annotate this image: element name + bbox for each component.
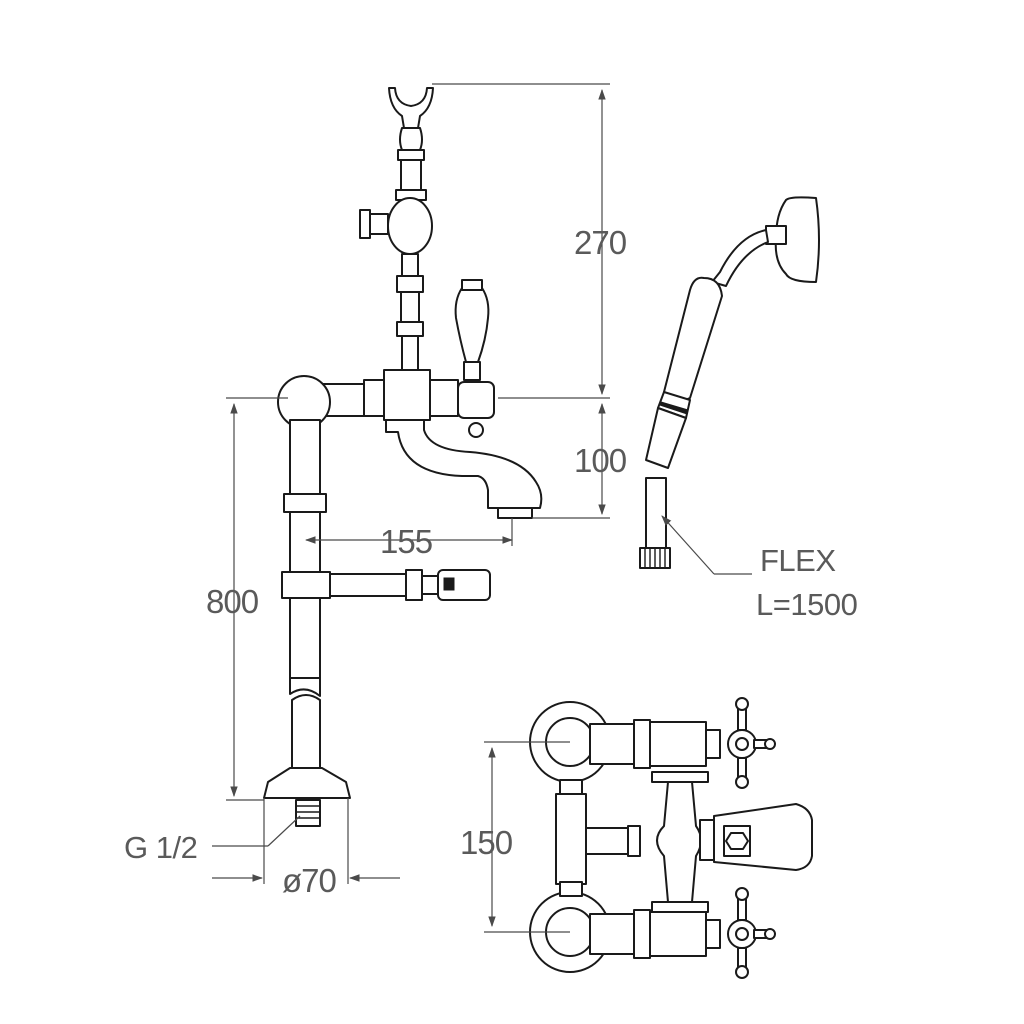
dim-column-height: 800	[206, 583, 259, 620]
collar-band	[659, 401, 689, 415]
body-nut-left	[363, 379, 385, 417]
shower-handle	[663, 276, 723, 401]
spout-neck	[699, 819, 715, 861]
bottom-arm	[589, 913, 635, 955]
wall-mount-view	[529, 697, 813, 979]
hand-shower	[639, 196, 820, 569]
body-connector-right	[429, 379, 459, 417]
riser-clamp	[281, 571, 331, 599]
column-section-2	[401, 253, 419, 277]
riser-nut	[283, 493, 327, 513]
riser-lower	[289, 597, 321, 679]
side-arm-link	[421, 575, 439, 595]
bath-spout	[385, 419, 543, 509]
top-body-neck	[705, 729, 721, 759]
vertical-pipe	[555, 793, 587, 885]
riser-break-top	[289, 677, 321, 697]
top-cross-handle	[727, 697, 776, 789]
top-body	[649, 721, 707, 767]
column-side-knob	[369, 213, 389, 235]
dim-wall-spacing: 150	[460, 824, 513, 861]
shower-handle-curve	[711, 229, 769, 287]
diverter-bottom-ring	[651, 901, 709, 913]
top-arm-nut	[633, 719, 651, 769]
dim-spout-drop: 100	[574, 442, 627, 479]
side-arm-nut	[405, 569, 423, 601]
shower-hose-end	[645, 407, 687, 469]
side-arm	[329, 573, 407, 597]
valve-knob	[468, 422, 484, 438]
spout-aerator	[497, 507, 533, 519]
dim-shower-height: 270	[574, 224, 627, 261]
mixer-body	[383, 369, 431, 421]
column-ball	[387, 197, 433, 255]
vertical-nut-top	[559, 779, 583, 795]
column-ring-3	[396, 275, 424, 293]
bottom-body	[649, 911, 707, 957]
column-ring-4	[396, 321, 424, 337]
column-section-1	[400, 159, 422, 191]
riser-break-bottom	[291, 694, 321, 769]
column-side-knob-cap	[359, 209, 371, 239]
dimension-lines	[212, 83, 752, 933]
riser-middle	[289, 511, 321, 573]
thread-label: G 1/2	[124, 830, 197, 865]
centre-link-nut	[627, 825, 641, 857]
spout-hex	[725, 832, 749, 850]
flex-hose-segment	[645, 477, 667, 551]
hose-connector-slot	[443, 577, 455, 591]
hose-type-label: FLEX	[760, 543, 836, 578]
vertical-nut-bottom	[559, 881, 583, 897]
valve-housing	[457, 381, 495, 419]
diverter-top-ring	[651, 771, 709, 783]
dim-base-diameter: ø70	[282, 862, 337, 899]
column-ring-1	[397, 149, 425, 161]
shower-column-upper	[399, 127, 423, 151]
freestanding-mixer-side-view	[263, 87, 543, 827]
diverter-diamond	[656, 781, 702, 903]
column-section-3	[400, 291, 420, 323]
column-section-4	[401, 335, 419, 371]
bottom-cross-handle	[727, 887, 776, 979]
centre-link	[585, 827, 629, 855]
shower-head-neck	[765, 225, 787, 245]
lever-handle	[454, 287, 490, 363]
top-arm	[589, 723, 635, 765]
thread-stub	[295, 799, 321, 827]
hose-length-label: L=1500	[756, 587, 858, 622]
shower-holder-fork	[388, 87, 434, 129]
bottom-body-neck	[705, 919, 721, 949]
lever-neck	[463, 361, 481, 381]
riser-upper	[289, 419, 321, 495]
bottom-arm-nut	[633, 909, 651, 959]
lever-handle-cap	[461, 279, 483, 291]
floor-base	[263, 767, 351, 799]
hose-nut-knurl	[644, 548, 666, 568]
dim-spout-reach: 155	[380, 523, 432, 560]
